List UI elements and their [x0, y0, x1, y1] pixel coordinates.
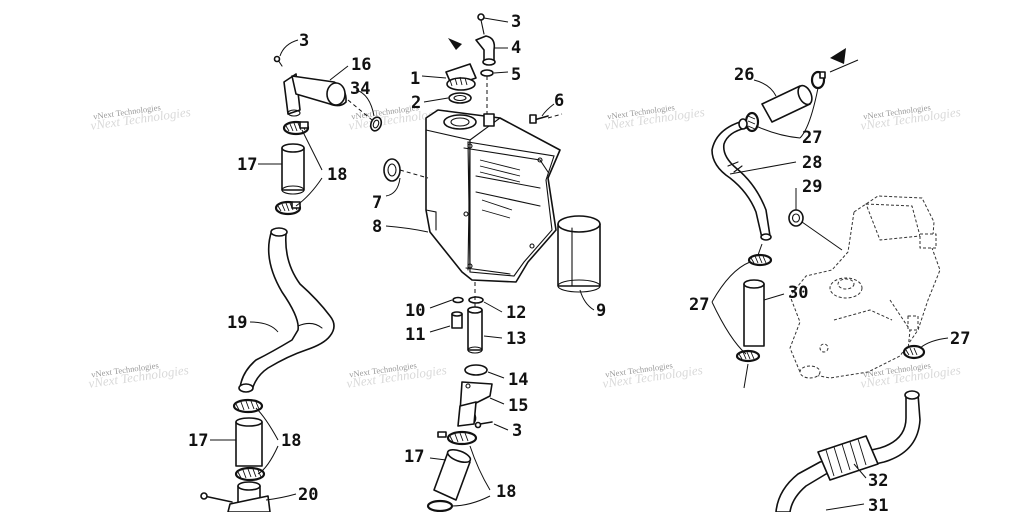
hose-clamp-part — [232, 398, 264, 414]
callout-label: 27 — [802, 128, 822, 148]
short-hose-part — [281, 143, 305, 195]
watermark: vNext Technologies vNext Technologies — [601, 360, 703, 391]
short-hose-part — [433, 448, 472, 501]
pickup-tube-part — [467, 306, 483, 354]
straight-hose-part — [743, 279, 765, 347]
callout-label: 27 — [950, 329, 970, 349]
hose-clamp-part — [437, 430, 478, 446]
short-hose-part — [235, 417, 263, 467]
callout-label: 17 — [188, 431, 208, 451]
hose-clamp-part — [234, 466, 266, 482]
callout-label: 3 — [511, 12, 521, 32]
direction-arrow-icon — [448, 38, 462, 50]
o-ring-part — [448, 92, 472, 104]
callout-label: 28 — [802, 153, 822, 173]
bolt-part — [200, 492, 233, 503]
oil-tank-assembly — [383, 13, 601, 512]
curved-hose-part — [238, 227, 335, 393]
grommet-part — [788, 209, 804, 227]
o-ring-part — [480, 69, 494, 77]
hose-clamp-part — [810, 70, 826, 90]
watermark: vNext Technologies vNext Technologies — [603, 102, 705, 133]
grommet-part — [383, 158, 401, 182]
watermark: vNext Technologies vNext Technologies — [89, 102, 191, 133]
direction-arrow-icon — [830, 48, 846, 64]
o-ring-part — [369, 116, 383, 132]
callout-label: 2 — [411, 93, 421, 113]
straight-hose-part — [761, 84, 813, 123]
elbow-fitting-part — [475, 13, 496, 66]
callout-label: 3 — [512, 421, 522, 441]
o-ring-part — [468, 296, 484, 304]
callout-label: 18 — [281, 431, 301, 451]
screw-part — [474, 421, 493, 429]
callout-label: 19 — [227, 313, 247, 333]
engine-housing-part — [789, 195, 941, 379]
filter-screen-part — [557, 215, 601, 293]
tank-cap-part — [445, 63, 477, 91]
callout-label: 3 — [299, 31, 309, 51]
o-ring-part — [464, 364, 488, 376]
callout-label: 18 — [496, 482, 516, 502]
left-hose-assembly — [200, 55, 383, 512]
hose-clamp-part — [735, 349, 761, 363]
callout-label: 32 — [868, 471, 888, 491]
callout-label: 11 — [405, 325, 425, 345]
callout-label: 31 — [868, 496, 888, 512]
callout-label: 6 — [554, 91, 564, 111]
corrugated-hose-part — [817, 435, 879, 481]
callout-label: 20 — [298, 485, 318, 505]
callout-label: 5 — [511, 65, 521, 85]
screw-part — [529, 114, 549, 124]
elbow-fitting-part — [457, 381, 493, 427]
callout-label: 29 — [802, 177, 822, 197]
callout-label: 16 — [351, 55, 371, 75]
leader-lines — [210, 17, 949, 511]
callout-label: 14 — [508, 370, 528, 390]
fitting-part — [227, 481, 271, 512]
callout-label: 34 — [350, 79, 370, 99]
hose-clamp-part — [747, 253, 773, 267]
callout-label: 27 — [689, 295, 709, 315]
hose-clamp-part — [274, 200, 302, 216]
callout-label: 17 — [404, 447, 424, 467]
hose-clamp-part — [282, 120, 310, 136]
callout-label: 9 — [596, 301, 606, 321]
callout-label: 4 — [511, 38, 521, 58]
callout-label: 8 — [372, 217, 382, 237]
bent-hose-part — [711, 118, 772, 241]
hose-clamp-part — [902, 344, 926, 360]
watermark: vNext Technologies vNext Technologies — [345, 360, 447, 391]
callout-label: 26 — [734, 65, 754, 85]
callout-label: 7 — [372, 193, 382, 213]
callout-label: 17 — [237, 155, 257, 175]
watermark: vNext Technologies vNext Technologies — [87, 360, 189, 391]
drain-plug-part — [451, 311, 463, 329]
elbow-fitting-part — [283, 73, 347, 117]
callout-label: 13 — [506, 329, 526, 349]
hose-clamp-part — [426, 499, 454, 512]
watermark: vNext Technologies vNext Technologies — [859, 102, 961, 133]
callout-label: 30 — [788, 283, 808, 303]
callout-label: 15 — [508, 396, 528, 416]
callout-label: 18 — [327, 165, 347, 185]
right-hose-assembly — [711, 48, 941, 512]
callout-label: 12 — [506, 303, 526, 323]
o-ring-part — [452, 296, 464, 304]
vent-hose-part — [775, 390, 921, 512]
callout-labels: 3 16 34 17 18 19 17 18 20 3 4 1 5 2 6 7 … — [188, 12, 970, 512]
callout-label: 1 — [410, 69, 420, 89]
hose-clamp-part — [744, 111, 760, 133]
callout-label: 10 — [405, 301, 425, 321]
screw-part — [273, 55, 283, 67]
